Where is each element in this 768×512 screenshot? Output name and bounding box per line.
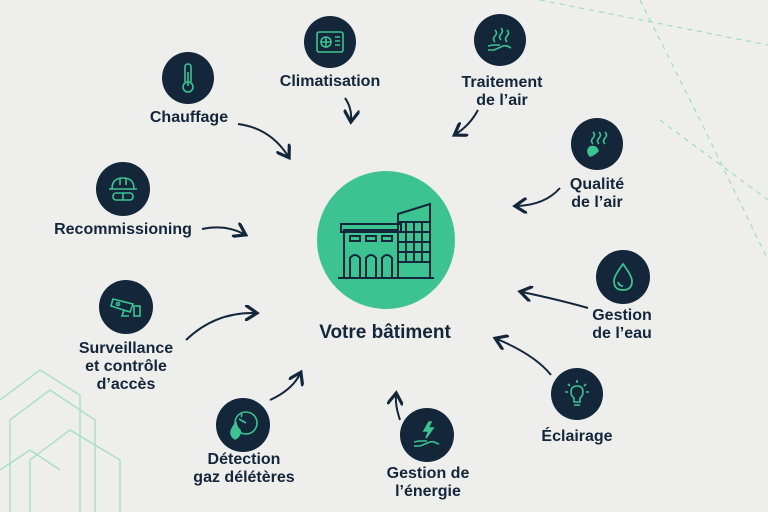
recommissioning-circle — [96, 162, 150, 216]
building-icon — [338, 202, 434, 279]
energie-circle — [400, 408, 454, 462]
qualite-circle — [571, 118, 623, 170]
gas-detector-icon — [230, 411, 258, 440]
surveillance-circle — [99, 280, 153, 334]
center-label: Votre bâtiment — [319, 322, 451, 343]
label-climatisation: Climatisation — [279, 73, 381, 90]
eclairage-circle — [551, 368, 603, 420]
label-eclairage: Éclairage — [541, 428, 613, 445]
label-traitement: Traitement de l’air — [461, 74, 543, 109]
light-bulb-icon — [565, 380, 589, 406]
hard-hat-icon — [109, 177, 137, 201]
label-energie: Gestion de l’énergie — [386, 465, 470, 500]
chauffage-circle — [162, 52, 214, 104]
label-detection: Détection gaz délétères — [193, 451, 295, 486]
thermometer-icon — [182, 63, 194, 93]
security-camera-icon — [110, 298, 141, 317]
label-chauffage: Chauffage — [149, 109, 229, 126]
building-circle — [317, 171, 455, 309]
label-qualite: Qualité de l’air — [569, 176, 625, 211]
label-recommissioning: Recommissioning — [54, 221, 192, 238]
air-conditioner-icon — [316, 31, 344, 53]
water-drop-icon — [613, 262, 633, 291]
air-quality-icon — [587, 131, 608, 157]
traitement-circle — [474, 14, 526, 66]
label-eau: Gestion de l’eau — [592, 307, 652, 342]
label-surveillance: Surveillance et contrôle d’accès — [78, 340, 174, 393]
detection-circle — [216, 398, 270, 452]
climatisation-circle — [304, 16, 356, 68]
eau-circle — [596, 250, 650, 304]
hand-vapor-icon — [487, 27, 512, 51]
energy-hand-icon — [413, 421, 440, 447]
